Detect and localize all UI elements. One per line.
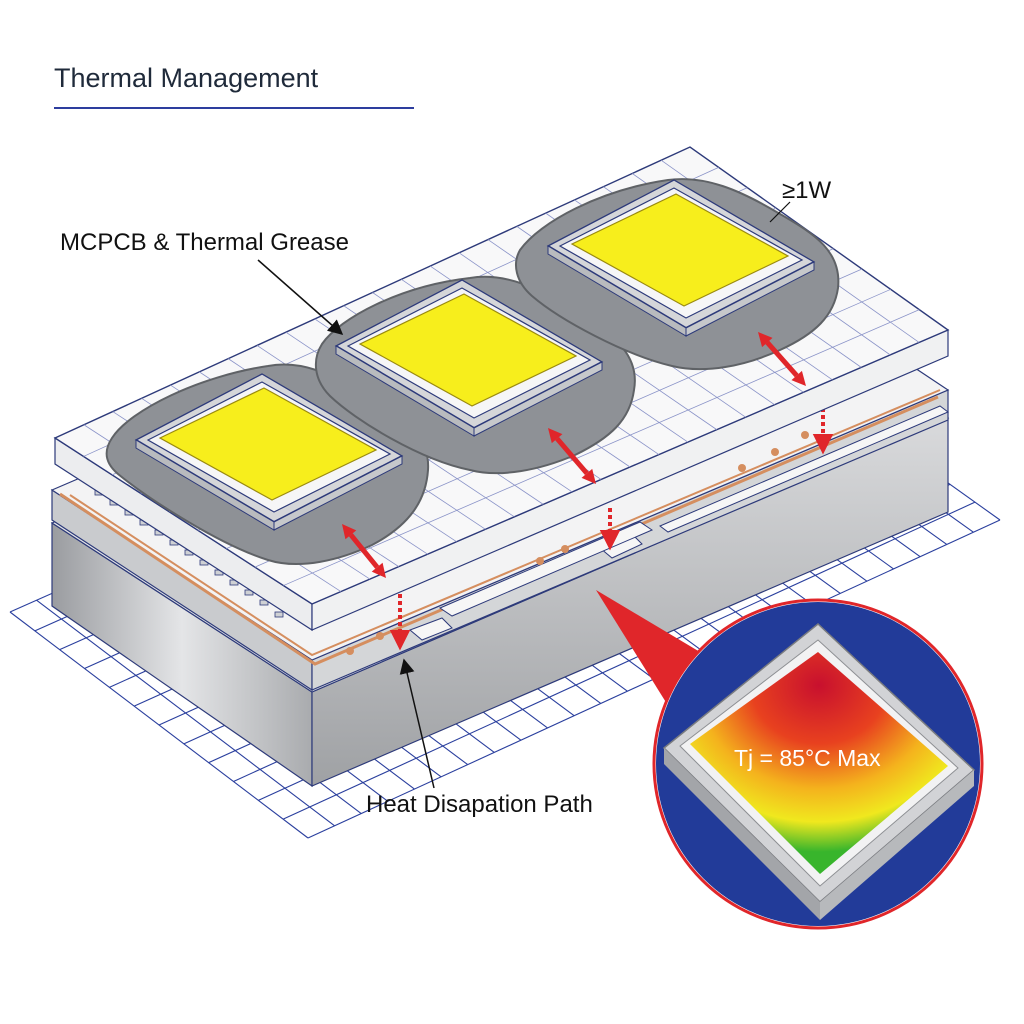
grease-leader <box>257 259 344 335</box>
led-die <box>158 387 378 501</box>
zoom-inset: Tj = 85°C Max <box>652 598 984 930</box>
junction-heatmap <box>690 652 948 874</box>
heat-double-arrows <box>342 332 806 578</box>
heat-arrow-3 <box>758 332 806 386</box>
led-chip-2 <box>334 279 604 437</box>
power-label: ≥1W <box>782 177 832 204</box>
power-leader <box>769 201 791 223</box>
led-chip-3 <box>546 179 816 337</box>
junction-temp-label: Tj = 85°C Max <box>734 745 881 771</box>
path-leader <box>399 658 435 789</box>
heat-drop-arrows <box>389 408 834 651</box>
circuit-traces <box>409 405 949 641</box>
heat-arrow-1 <box>342 524 386 578</box>
led-die <box>358 293 578 407</box>
led-die <box>570 193 790 307</box>
grease-label: MCPCB & Thermal Grease <box>60 229 349 256</box>
page-title: Thermal Management <box>54 63 319 93</box>
led-chip-1 <box>134 373 404 531</box>
path-label: Heat Disapation Path <box>366 791 593 818</box>
zoom-wedge <box>596 590 700 712</box>
led-chips <box>134 179 816 531</box>
heat-arrow-2 <box>548 428 596 484</box>
